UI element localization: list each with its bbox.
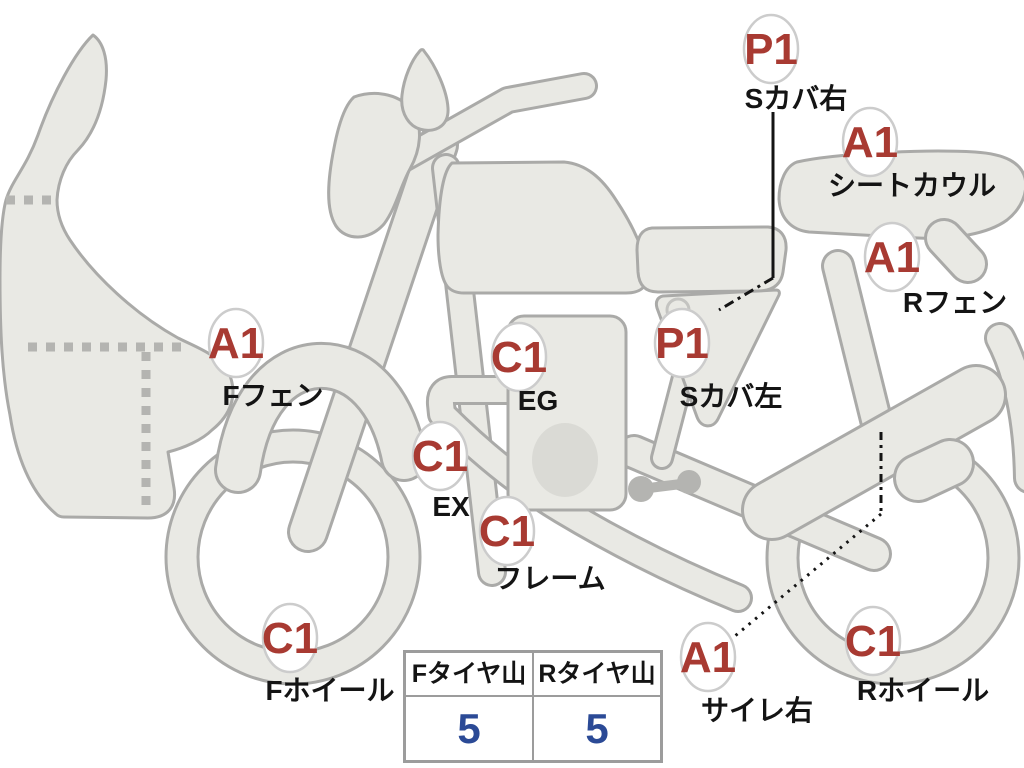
part-label-r-fender: Rフェン: [903, 287, 1007, 318]
seat-cowl-body: [777, 149, 1024, 240]
part-badge-frame: C1 フレーム: [478, 495, 606, 594]
svg-text:A1: A1: [864, 233, 920, 282]
part-badge-r-fender: A1 Rフェン: [863, 221, 1007, 318]
svg-text:C1: C1: [262, 614, 318, 663]
part-label-s-cover-right: Sカバ右: [745, 83, 848, 114]
part-label-s-cover-left: Sカバ左: [680, 381, 783, 412]
muffler-bracket: [893, 438, 975, 503]
part-badge-s-cover-right: P1 Sカバ右: [742, 13, 848, 114]
part-label-engine: EG: [518, 385, 558, 416]
part-badge-engine: C1 EG: [490, 321, 558, 416]
part-label-r-wheel: Rホイール: [857, 675, 989, 706]
part-badge-r-wheel: C1 Rホイール: [844, 605, 989, 706]
front-wheel: [164, 428, 422, 686]
front-fork: [287, 124, 459, 553]
svg-text:C1: C1: [491, 333, 547, 382]
engine-cover-circle: [532, 423, 598, 497]
r-tire-header: Rタイヤ山: [534, 653, 660, 697]
leader-lines: [718, 112, 883, 643]
part-label-silencer-right: サイレ右: [701, 695, 813, 726]
tire-depth-table: Fタイヤ山 Rタイヤ山 5 5: [403, 650, 663, 763]
fuel-tank: [436, 160, 649, 295]
leader-s-cover-right-dashdot: [718, 276, 774, 312]
svg-text:A1: A1: [680, 633, 736, 682]
part-badge-seat-cowl: A1 シートカウル: [828, 106, 996, 201]
f-tire-value: 5: [406, 697, 534, 760]
svg-text:A1: A1: [208, 319, 264, 368]
part-label-seat-cowl: シートカウル: [828, 170, 996, 201]
r-tire-value: 5: [585, 705, 609, 752]
handlebar: [384, 72, 598, 176]
part-badge-s-cover-left: P1 Sカバ左: [653, 307, 783, 412]
part-badge-f-wheel: C1 Fホイール: [261, 602, 395, 706]
muffler: [741, 364, 1007, 541]
part-label-frame: フレーム: [494, 563, 605, 594]
f-tire-header: Fタイヤ山: [406, 653, 534, 697]
svg-text:C1: C1: [479, 507, 535, 556]
svg-text:C1: C1: [412, 432, 468, 481]
part-badge-f-fender: A1 Fフェン: [207, 307, 324, 411]
part-badge-exhaust: C1 EX: [411, 420, 470, 522]
svg-text:C1: C1: [845, 617, 901, 666]
tire-table-value-row: 5 5: [406, 697, 660, 760]
tire-table-header-row: Fタイヤ山 Rタイヤ山: [406, 653, 660, 697]
part-label-exhaust: EX: [432, 491, 470, 522]
front-fender-body: [214, 341, 428, 494]
rear-fender-tail: [924, 218, 988, 284]
svg-text:P1: P1: [655, 319, 709, 368]
mirror: [400, 48, 450, 132]
front-cowl: [0, 33, 235, 520]
seat: [635, 225, 788, 294]
svg-text:A1: A1: [842, 118, 898, 167]
part-label-f-fender: Fフェン: [222, 380, 323, 411]
part-badge-silencer-right: A1 サイレ右: [679, 621, 813, 726]
part-label-f-wheel: Fホイール: [265, 675, 394, 706]
rear-inner-fender: [984, 322, 1024, 494]
footpeg: [628, 470, 701, 502]
svg-text:P1: P1: [744, 25, 798, 74]
